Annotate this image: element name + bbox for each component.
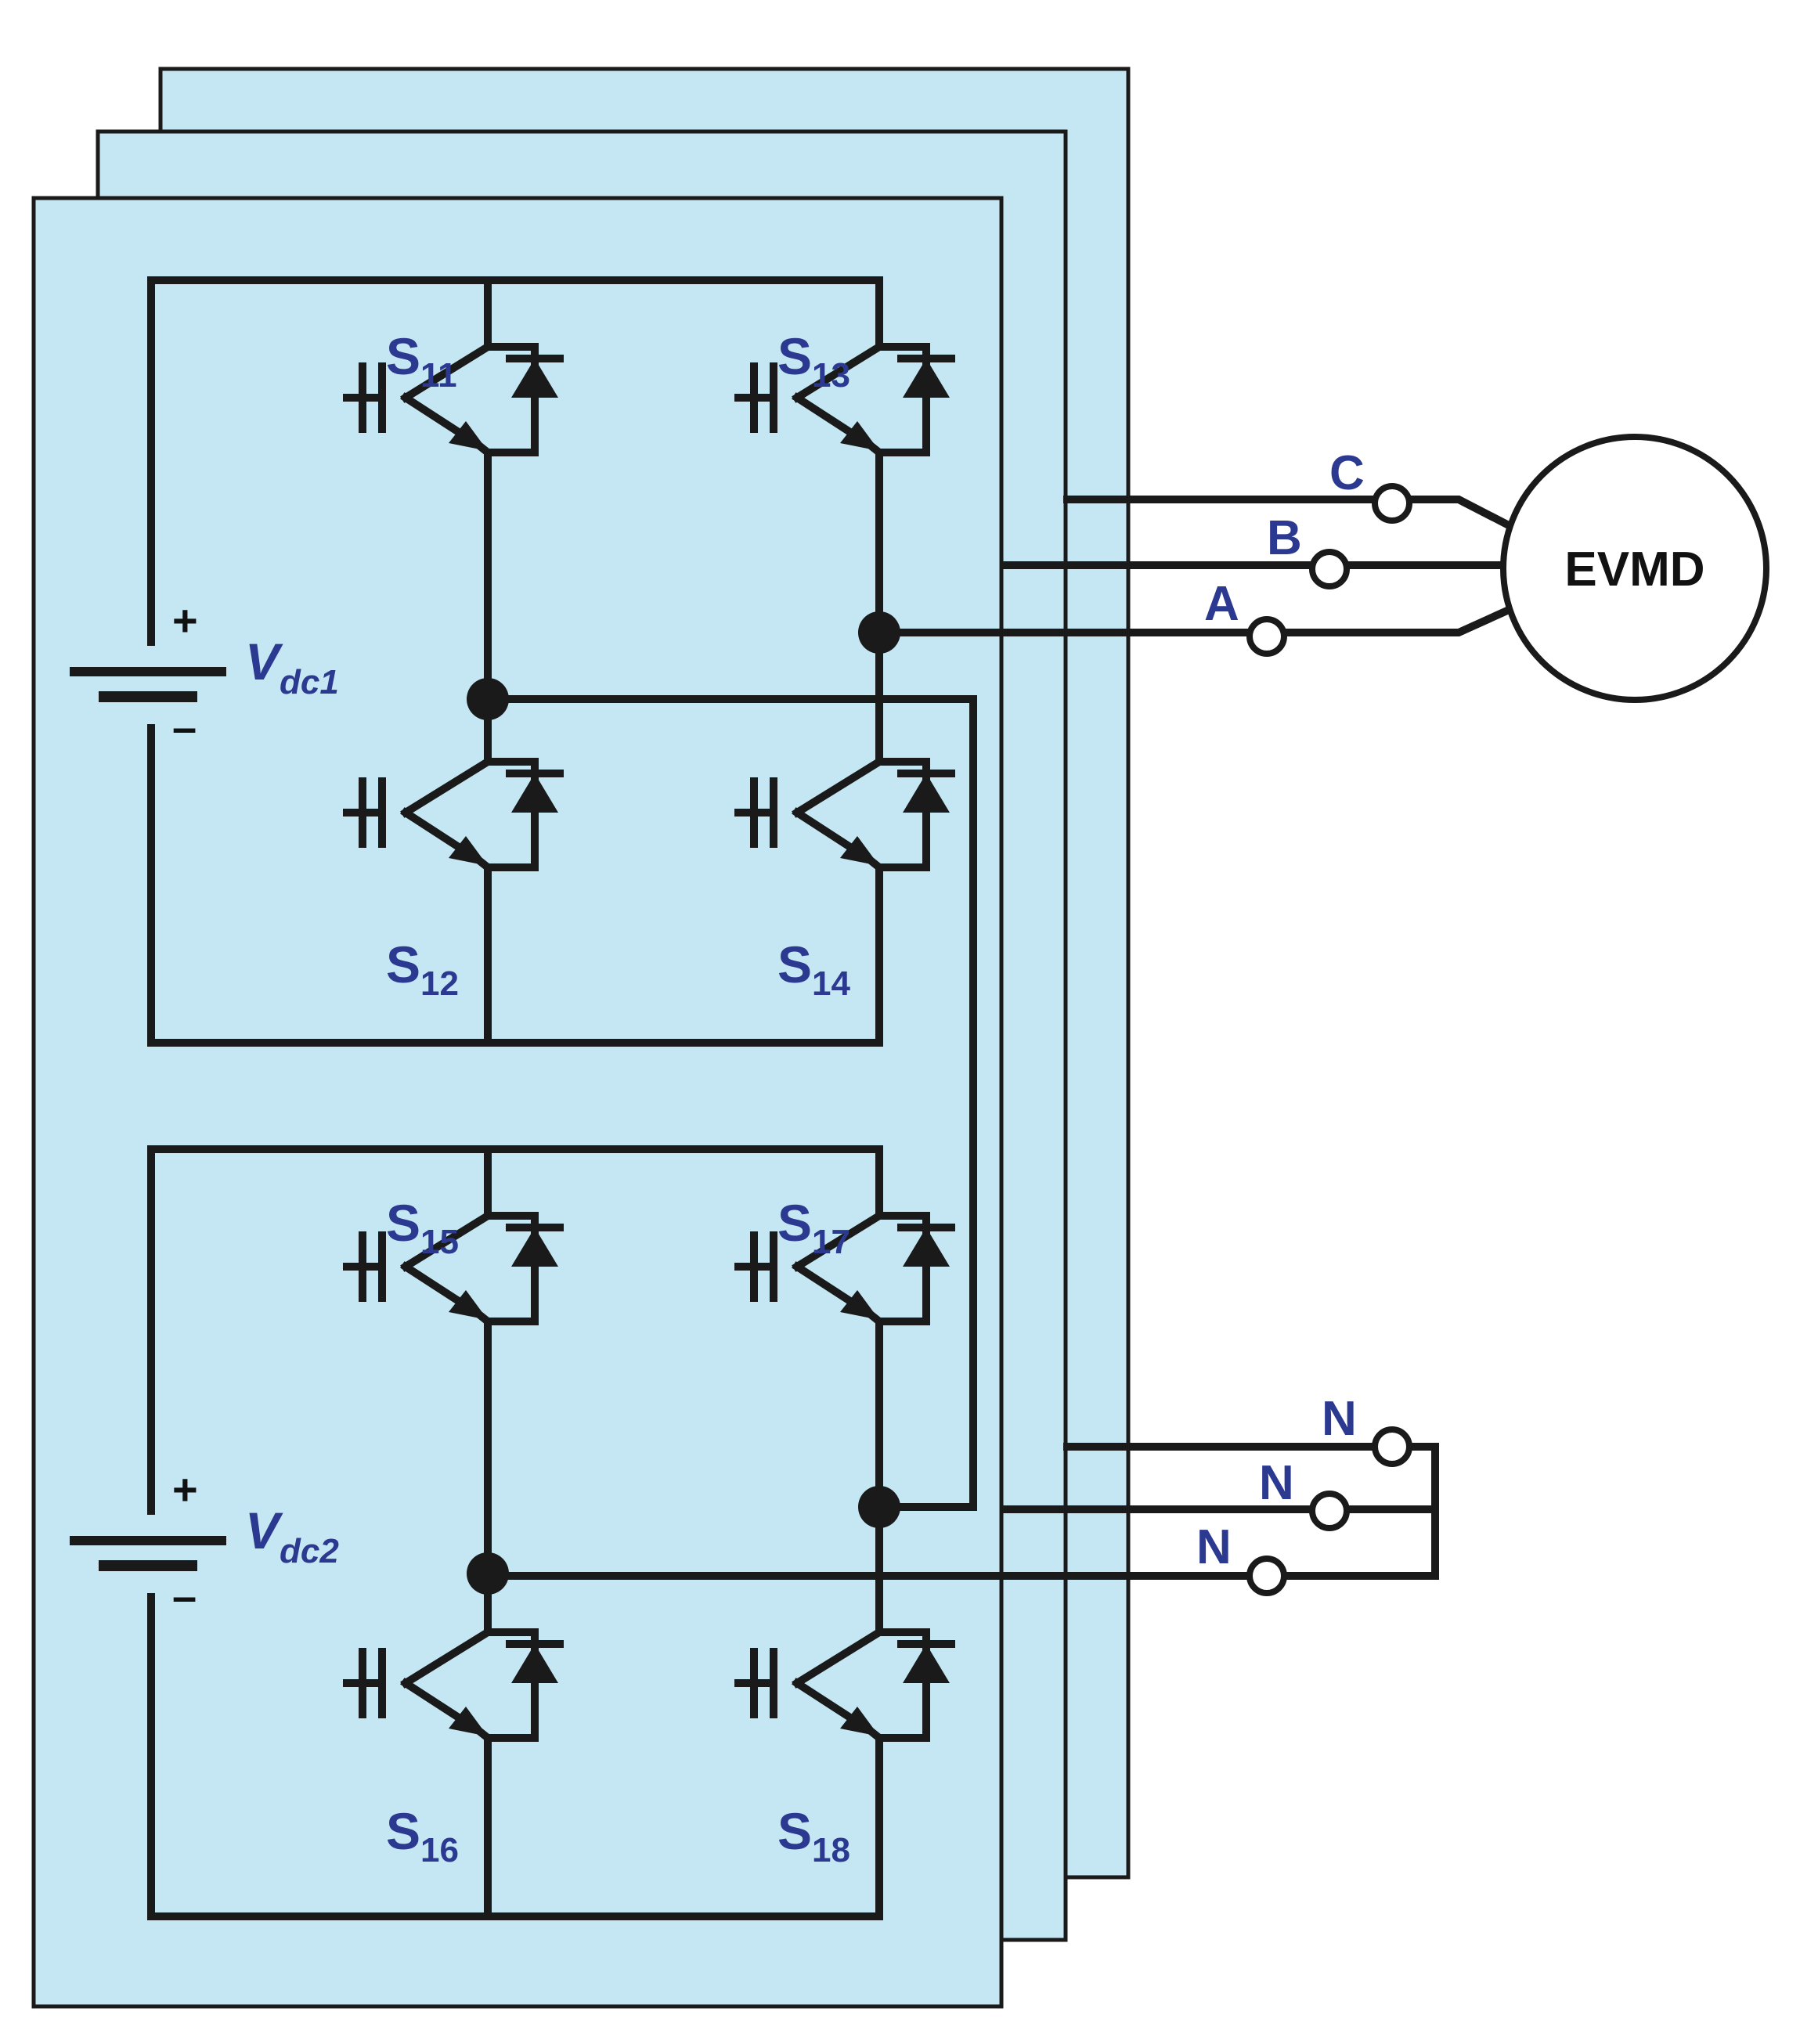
lower-bridge — [70, 1145, 951, 1920]
battery-vdc2 — [70, 1536, 226, 1571]
terminal-n3 — [1246, 1556, 1287, 1596]
phase-label-a: A — [1204, 577, 1239, 631]
label-s12: S12 — [386, 935, 459, 1003]
label-s11: S11 — [386, 327, 457, 395]
label-s15: S15 — [386, 1194, 459, 1261]
terminal-n2 — [1309, 1491, 1350, 1531]
terminal-a — [1246, 616, 1287, 657]
label-s16: S16 — [386, 1802, 459, 1869]
neutral-label-2: N — [1259, 1456, 1294, 1510]
link-wire — [484, 695, 977, 1511]
label-s13: S13 — [777, 327, 850, 395]
label-s14: S14 — [777, 935, 851, 1003]
phase-label-c: C — [1329, 446, 1365, 500]
neutral-wires — [484, 1426, 1439, 1596]
battery-vdc1 — [70, 667, 226, 702]
vdc1-label: Vdc1 — [245, 633, 339, 701]
terminal-c — [1372, 483, 1412, 524]
vdc2-plus: + — [172, 1465, 198, 1514]
panel-front — [31, 196, 1004, 2009]
label-s17: S17 — [777, 1194, 850, 1261]
label-s18: S18 — [777, 1802, 850, 1869]
phase-label-b: B — [1267, 511, 1302, 565]
vdc1-plus: + — [172, 596, 198, 645]
neutral-label-3: N — [1196, 1520, 1232, 1574]
terminal-b — [1309, 549, 1350, 589]
motor-evmd — [1500, 434, 1769, 703]
terminal-n1 — [1372, 1426, 1412, 1467]
vdc2-label: Vdc2 — [245, 1501, 339, 1570]
vdc1-minus: – — [172, 702, 197, 752]
motor-label: EVMD — [1564, 543, 1704, 597]
neutral-label-1: N — [1322, 1392, 1357, 1446]
vdc2-minus: – — [172, 1571, 197, 1620]
phase-wires — [875, 483, 1513, 657]
